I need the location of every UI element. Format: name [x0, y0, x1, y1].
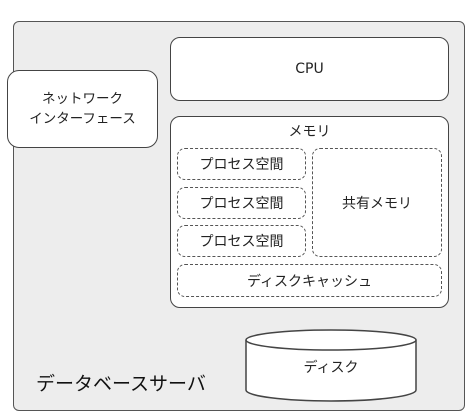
network-interface-label-line1: ネットワーク — [41, 91, 123, 107]
network-interface-label-line2: インターフェース — [29, 111, 136, 127]
process-space-label: プロセス空間 — [199, 234, 284, 250]
network-interface-box: ネットワーク インターフェース — [7, 70, 158, 148]
process-space-label: プロセス空間 — [199, 157, 284, 173]
disk-label: ディスク — [303, 360, 359, 376]
cpu-label: CPU — [295, 61, 324, 77]
process-space-3: プロセス空間 — [177, 225, 306, 257]
disk-cylinder-icon — [245, 329, 417, 402]
shared-memory-box: 共有メモリ — [312, 148, 442, 257]
process-space-2: プロセス空間 — [177, 187, 306, 219]
cpu-box: CPU — [170, 37, 449, 101]
server-label: データベースサーバ — [36, 373, 206, 395]
memory-label: メモリ — [288, 124, 331, 140]
disk-cache-box: ディスクキャッシュ — [177, 264, 442, 297]
disk-cache-label: ディスクキャッシュ — [246, 273, 373, 290]
process-space-label: プロセス空間 — [199, 196, 284, 212]
shared-memory-label: 共有メモリ — [342, 195, 412, 212]
process-space-1: プロセス空間 — [177, 148, 306, 180]
